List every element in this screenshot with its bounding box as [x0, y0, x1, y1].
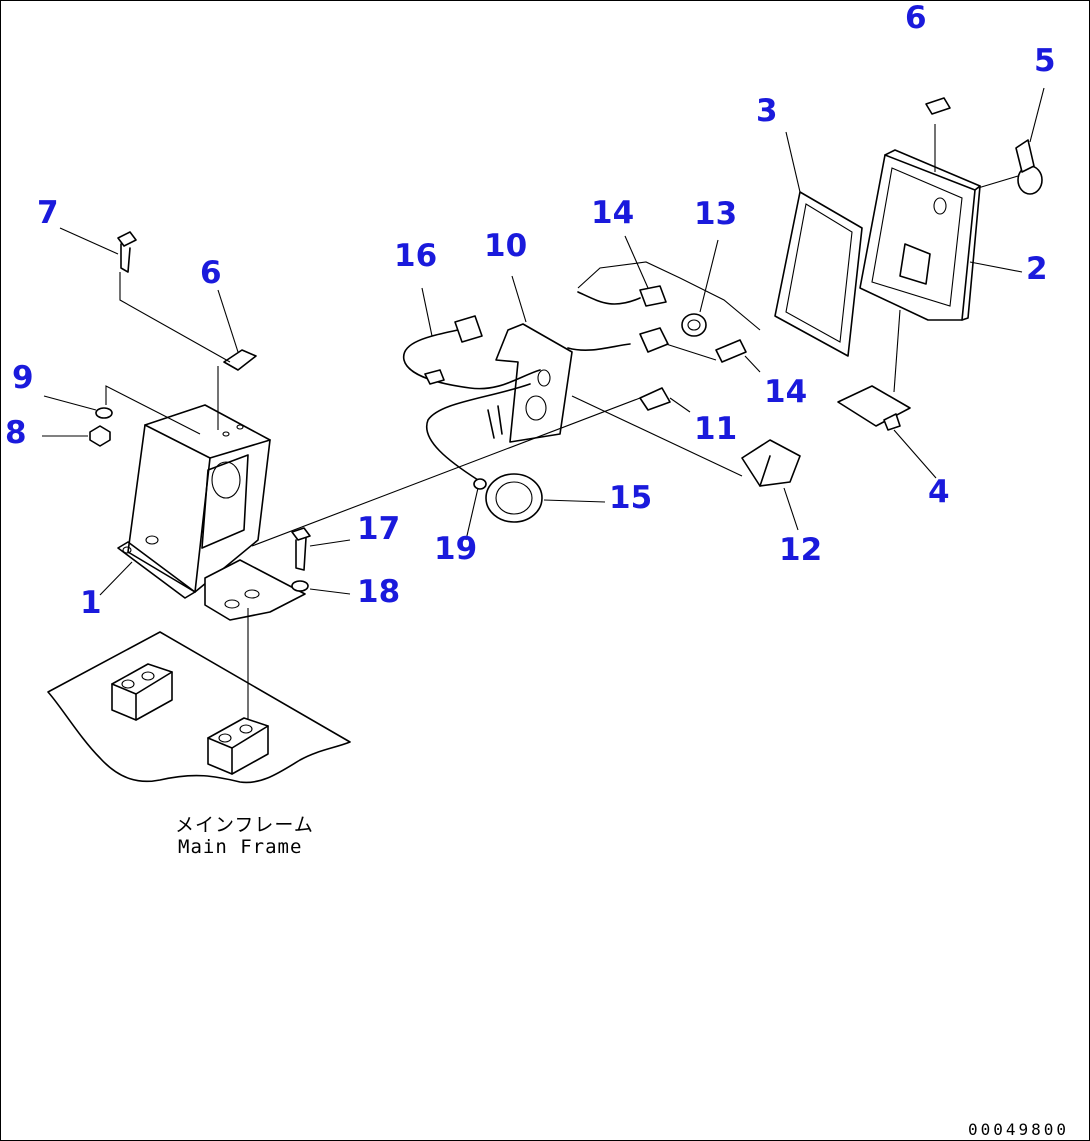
callout-1: 1 [80, 585, 102, 621]
gasket-part-3 [774, 191, 863, 357]
callout-9: 9 [12, 360, 34, 396]
main-frame-label-jp: メインフレーム [175, 814, 314, 836]
main-frame-plate [47, 631, 351, 784]
callout-19: 19 [434, 531, 478, 567]
lock-and-plates [837, 97, 1043, 431]
callout-3: 3 [756, 93, 778, 129]
callout-17: 17 [357, 511, 401, 547]
callout-13: 13 [694, 196, 738, 232]
callout-8: 8 [5, 415, 27, 451]
harness-part-16 [403, 315, 541, 390]
callout-14-right: 14 [764, 374, 808, 410]
mounting-plate-part-10 [487, 323, 573, 443]
callout-7: 7 [37, 195, 59, 231]
bolt-and-washer [291, 527, 311, 592]
callout-2: 2 [1026, 251, 1048, 287]
box-bracket-part-1 [117, 404, 306, 621]
enclosure-part-2 [859, 149, 981, 321]
leader-lines [42, 87, 1045, 720]
callout-12: 12 [779, 532, 823, 568]
callout-18: 18 [357, 574, 401, 610]
callout-15: 15 [609, 480, 653, 516]
callout-14-top: 14 [591, 195, 635, 231]
document-number: 00049800 [968, 1120, 1070, 1139]
small-hardware-left [89, 231, 257, 447]
callout-10: 10 [484, 228, 528, 264]
callout-11: 11 [694, 411, 738, 447]
connectors-right [567, 285, 801, 487]
callout-16: 16 [394, 238, 438, 274]
callout-5: 5 [1034, 43, 1056, 79]
harness-to-part-15 [425, 383, 531, 481]
callout-6-top: 6 [905, 0, 927, 36]
round-unit-part-15 [473, 473, 543, 523]
main-frame-label-en: Main Frame [178, 836, 303, 858]
callout-4: 4 [928, 474, 950, 510]
callout-6-left: 6 [200, 255, 222, 291]
